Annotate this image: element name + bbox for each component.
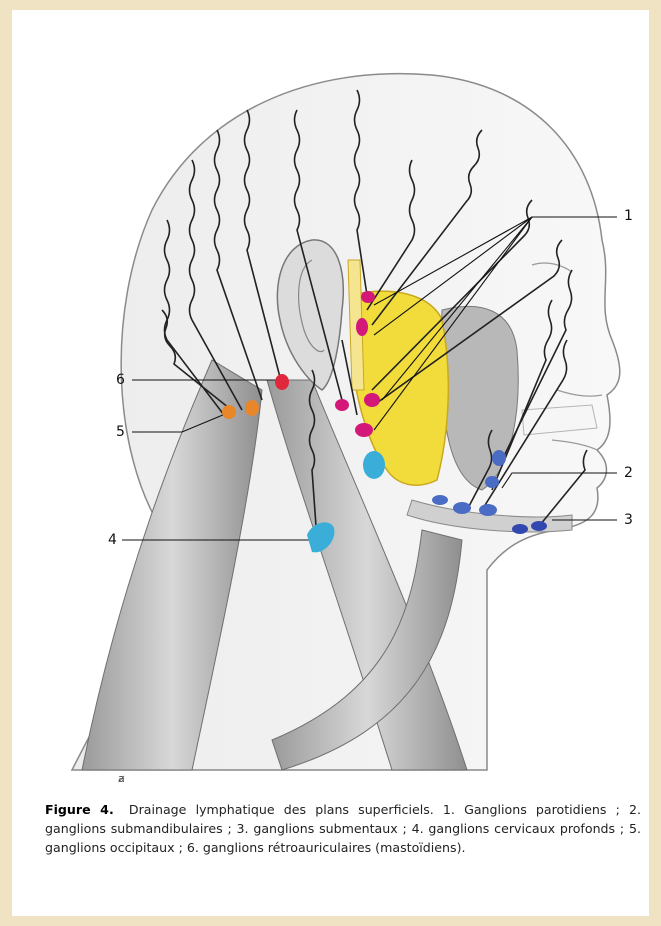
parotid-node (355, 423, 373, 437)
parotid-node (335, 399, 349, 411)
submandibular-node (453, 502, 471, 514)
parotid-node (356, 318, 368, 336)
figure-caption: Figure 4. Drainage lymphatique des plans… (45, 800, 641, 857)
caption-text: Drainage lymphatique des plans superfici… (45, 802, 641, 855)
label-2: 2 (624, 465, 633, 481)
label-6: 6 (116, 372, 125, 388)
submandibular-node (485, 476, 499, 488)
deep-cervical-node (363, 451, 385, 479)
artist-signature: ⱥ (118, 772, 125, 785)
label-1: 1 (624, 208, 633, 224)
label-4: 4 (108, 532, 117, 548)
submandibular-node (432, 495, 448, 505)
submandibular-node (492, 450, 506, 466)
parotid-node (364, 393, 380, 407)
figure-page: 1 2 3 4 5 6 ⱥ Figure 4. Drainage lymphat… (12, 10, 649, 916)
parotid-node (361, 291, 375, 303)
submandibular-node (479, 504, 497, 516)
retroauricular-nodes (275, 374, 289, 390)
submental-node (512, 524, 528, 534)
caption-label: Figure 4. (45, 802, 114, 817)
head-neck-illustration (12, 10, 649, 790)
submental-node (531, 521, 547, 531)
occipital-node (222, 405, 236, 419)
label-3: 3 (624, 512, 633, 528)
retroauricular-node (275, 374, 289, 390)
label-5: 5 (116, 424, 125, 440)
occipital-node (245, 400, 259, 416)
